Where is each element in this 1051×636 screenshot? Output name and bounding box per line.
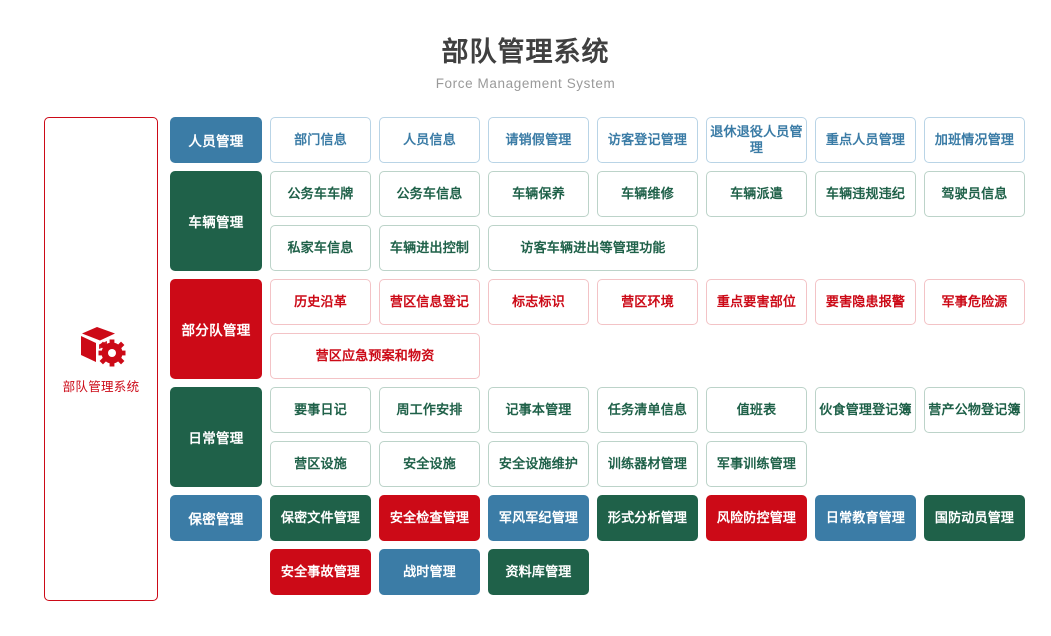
- menu-item[interactable]: 加班情况管理: [924, 117, 1025, 164]
- menu-item[interactable]: 公务车信息: [379, 171, 480, 218]
- menu-item[interactable]: 车辆派遣: [706, 171, 807, 218]
- menu-item[interactable]: 安全检查管理: [379, 495, 480, 542]
- menu-item[interactable]: 风险防控管理: [706, 495, 807, 542]
- menu-item[interactable]: 车辆进出控制: [379, 225, 480, 272]
- category-row: 人员管理部门信息人员信息请销假管理访客登记管理退休退役人员管理重点人员管理加班情…: [170, 117, 1051, 164]
- category-row: 部分队管理历史沿革营区信息登记标志标识营区环境重点要害部位要害隐患报警军事危险源…: [170, 279, 1051, 380]
- category-chip[interactable]: 车辆管理: [170, 171, 262, 272]
- menu-item[interactable]: 历史沿革: [270, 279, 371, 326]
- menu-item[interactable]: 重点要害部位: [706, 279, 807, 326]
- sidebar[interactable]: 部队管理系统: [44, 117, 158, 602]
- category-items: 公务车车牌公务车信息车辆保养车辆维修车辆派遣车辆违规违纪驾驶员信息私家车信息车辆…: [270, 171, 1051, 272]
- category-items: 部门信息人员信息请销假管理访客登记管理退休退役人员管理重点人员管理加班情况管理: [270, 117, 1051, 164]
- category-row: 车辆管理公务车车牌公务车信息车辆保养车辆维修车辆派遣车辆违规违纪驾驶员信息私家车…: [170, 171, 1051, 272]
- menu-item[interactable]: 重点人员管理: [815, 117, 916, 164]
- menu-item[interactable]: 私家车信息: [270, 225, 371, 272]
- menu-item[interactable]: 公务车车牌: [270, 171, 371, 218]
- page-header: 部队管理系统 Force Management System: [0, 0, 1051, 91]
- menu-item[interactable]: 标志标识: [488, 279, 589, 326]
- content-layout: 部队管理系统 人员管理部门信息人员信息请销假管理访客登记管理退休退役人员管理重点…: [0, 117, 1051, 603]
- menu-item[interactable]: 要事日记: [270, 387, 371, 434]
- menu-item[interactable]: 国防动员管理: [924, 495, 1025, 542]
- menu-item[interactable]: 安全设施: [379, 441, 480, 488]
- menu-item[interactable]: 驾驶员信息: [924, 171, 1025, 218]
- menu-item[interactable]: 部门信息: [270, 117, 371, 164]
- item-line: 保密文件管理安全检查管理军风军纪管理形式分析管理风险防控管理日常教育管理国防动员…: [270, 495, 1051, 542]
- category-items: 历史沿革营区信息登记标志标识营区环境重点要害部位要害隐患报警军事危险源营区应急预…: [270, 279, 1051, 380]
- menu-item[interactable]: 记事本管理: [488, 387, 589, 434]
- menu-item[interactable]: 伙食管理登记簿: [815, 387, 916, 434]
- category-chip[interactable]: 保密管理: [170, 495, 262, 542]
- menu-item[interactable]: 军风军纪管理: [488, 495, 589, 542]
- menu-item[interactable]: 训练器材管理: [597, 441, 698, 488]
- item-line: 营区设施安全设施安全设施维护训练器材管理军事训练管理: [270, 441, 1051, 488]
- category-row: 保密管理保密文件管理安全检查管理军风军纪管理形式分析管理风险防控管理日常教育管理…: [170, 495, 1051, 542]
- menu-item[interactable]: 安全设施维护: [488, 441, 589, 488]
- category-chip[interactable]: 人员管理: [170, 117, 262, 164]
- page-title: 部队管理系统: [441, 37, 610, 67]
- menu-item[interactable]: 军事危险源: [924, 279, 1025, 326]
- category-items: 要事日记周工作安排记事本管理任务清单信息值班表伙食管理登记簿营产公物登记簿营区设…: [270, 387, 1051, 488]
- menu-item[interactable]: 营区信息登记: [379, 279, 480, 326]
- menu-item[interactable]: 营产公物登记簿: [924, 387, 1025, 434]
- menu-item[interactable]: 请销假管理: [488, 117, 589, 164]
- menu-item[interactable]: 访客登记管理: [597, 117, 698, 164]
- menu-item[interactable]: 营区环境: [597, 279, 698, 326]
- item-line: 营区应急预案和物资: [270, 333, 1051, 380]
- menu-item[interactable]: 车辆维修: [597, 171, 698, 218]
- menu-item[interactable]: 日常教育管理: [815, 495, 916, 542]
- trailing-items: 安全事故管理战时管理资料库管理: [270, 549, 1051, 596]
- item-line: 部门信息人员信息请销假管理访客登记管理退休退役人员管理重点人员管理加班情况管理: [270, 117, 1051, 164]
- menu-item[interactable]: 资料库管理: [488, 549, 589, 596]
- menu-item[interactable]: 安全事故管理: [270, 549, 371, 596]
- menu-item[interactable]: 军事训练管理: [706, 441, 807, 488]
- menu-item[interactable]: 值班表: [706, 387, 807, 434]
- menu-item[interactable]: 营区设施: [270, 441, 371, 488]
- category-row: 日常管理要事日记周工作安排记事本管理任务清单信息值班表伙食管理登记簿营产公物登记…: [170, 387, 1051, 488]
- menu-item[interactable]: 保密文件管理: [270, 495, 371, 542]
- page-subtitle: Force Management System: [435, 76, 616, 92]
- category-items: 保密文件管理安全检查管理军风军纪管理形式分析管理风险防控管理日常教育管理国防动员…: [270, 495, 1051, 542]
- box-gear-icon: [81, 326, 126, 367]
- menu-item[interactable]: 营区应急预案和物资: [270, 333, 480, 380]
- category-chip[interactable]: 部分队管理: [170, 279, 262, 380]
- item-line: 私家车信息车辆进出控制访客车辆进出等管理功能: [270, 225, 1051, 272]
- menu-item[interactable]: 任务清单信息: [597, 387, 698, 434]
- menu-item[interactable]: 退休退役人员管理: [706, 117, 807, 164]
- item-line: 公务车车牌公务车信息车辆保养车辆维修车辆派遣车辆违规违纪驾驶员信息: [270, 171, 1051, 218]
- menu-item[interactable]: 要害隐患报警: [815, 279, 916, 326]
- menu-item[interactable]: 人员信息: [379, 117, 480, 164]
- menu-item[interactable]: 车辆保养: [488, 171, 589, 218]
- menu-item[interactable]: 战时管理: [379, 549, 480, 596]
- menu-item[interactable]: 周工作安排: [379, 387, 480, 434]
- menu-item[interactable]: 访客车辆进出等管理功能: [488, 225, 698, 272]
- item-line: 安全事故管理战时管理资料库管理: [270, 549, 1051, 596]
- item-line: 历史沿革营区信息登记标志标识营区环境重点要害部位要害隐患报警军事危险源: [270, 279, 1051, 326]
- trailing-row-spacer: [170, 549, 262, 595]
- trailing-row: 安全事故管理战时管理资料库管理: [170, 549, 1051, 596]
- item-line: 要事日记周工作安排记事本管理任务清单信息值班表伙食管理登记簿营产公物登记簿: [270, 387, 1051, 434]
- sidebar-label: 部队管理系统: [62, 379, 140, 394]
- menu-item[interactable]: 形式分析管理: [597, 495, 698, 542]
- category-chip[interactable]: 日常管理: [170, 387, 262, 488]
- menu-item[interactable]: 车辆违规违纪: [815, 171, 916, 218]
- category-grid: 人员管理部门信息人员信息请销假管理访客登记管理退休退役人员管理重点人员管理加班情…: [170, 117, 1051, 603]
